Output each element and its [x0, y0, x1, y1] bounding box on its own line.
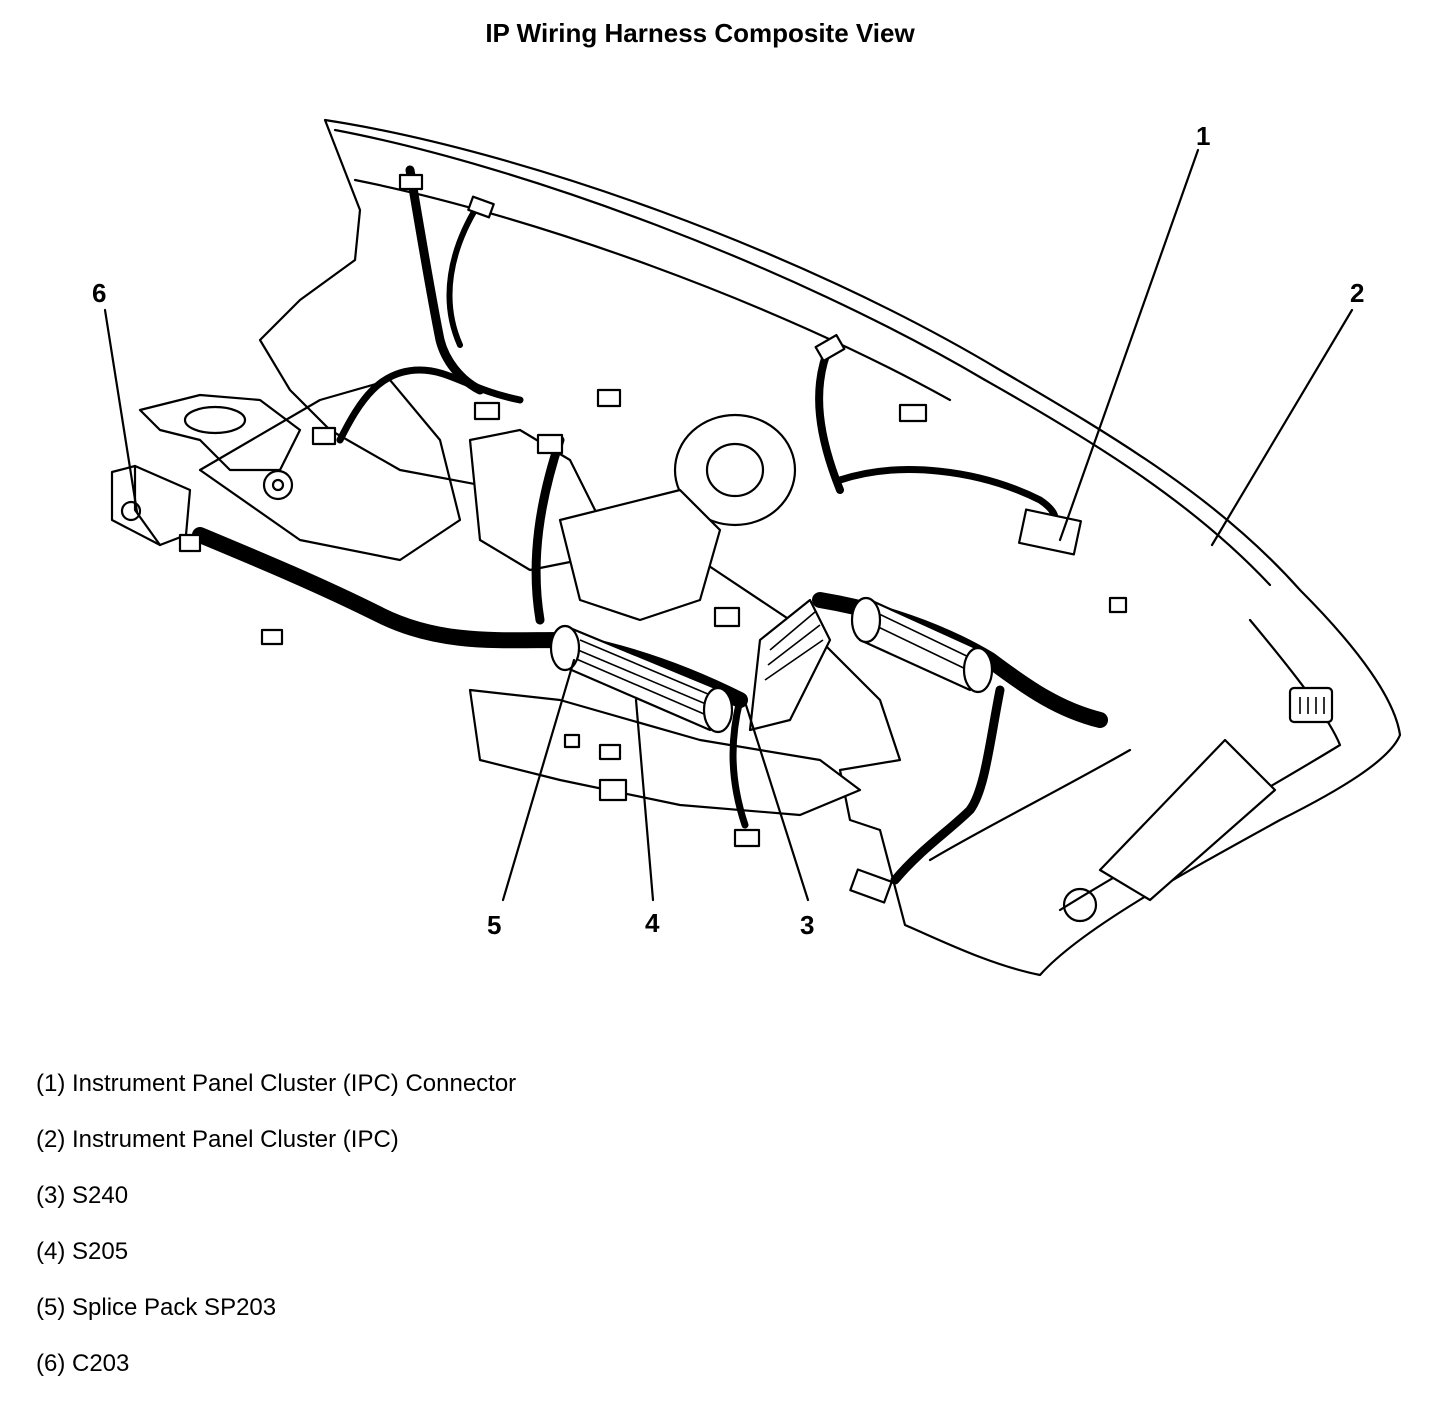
- connector-s240-lower: [733, 828, 761, 848]
- splice-pack-end: [702, 686, 734, 734]
- legend-item-1: (1) Instrument Panel Cluster (IPC) Conne…: [36, 1070, 517, 1097]
- panel-inner-edge: [333, 128, 1272, 587]
- legend-list: (1) Instrument Panel Cluster (IPC) Conne…: [36, 1066, 516, 1402]
- ip-harness-illustration: 1 2 3 4 5 6: [92, 118, 1402, 977]
- right-bundle-end: [962, 646, 994, 694]
- callout-2: 2: [1350, 278, 1364, 308]
- callout-line-2: [1210, 308, 1354, 547]
- panel-inner-edge-2: [353, 178, 952, 402]
- legend-item-5: (5) Splice Pack SP203: [36, 1294, 277, 1321]
- harness-upper-left-2: [446, 202, 481, 348]
- connector-center-2: [596, 388, 622, 408]
- callout-line-3: [744, 703, 810, 902]
- splice-pack-collar: [549, 624, 581, 672]
- diagram-title: IP Wiring Harness Composite View: [485, 18, 915, 48]
- center-duct-outlet: [673, 413, 797, 527]
- connector-center-1: [536, 433, 564, 455]
- callout-line-5: [501, 658, 576, 902]
- connector-lower-left: [260, 628, 284, 646]
- left-bracket-slot: [183, 405, 247, 435]
- panel-lower-lip: [928, 748, 1132, 862]
- callout-line-6: [103, 308, 139, 514]
- c203-mating-piece: [178, 533, 202, 553]
- left-access-hole-inner: [271, 478, 285, 492]
- connector-right-upper-2: [898, 403, 928, 423]
- left-side-frame: [198, 378, 462, 562]
- connector-lower-center: [598, 778, 628, 802]
- bracket-tab-1: [598, 743, 622, 761]
- callout-line-1: [1058, 148, 1200, 542]
- connector-center-small: [713, 606, 741, 628]
- right-bundle-collar: [850, 596, 882, 644]
- instrument-panel-shell: [258, 118, 1402, 977]
- left-access-hole: [262, 469, 294, 501]
- wiring-channel: [748, 598, 832, 732]
- callout-6: 6: [92, 278, 106, 308]
- callout-3: 3: [800, 910, 814, 940]
- harness-drop-left: [729, 696, 749, 829]
- glovebox-opening: [1098, 738, 1277, 902]
- harness-loop-left: [336, 366, 524, 444]
- connector-mid-left: [311, 426, 337, 446]
- connector-upper-left-2: [467, 195, 495, 219]
- harness-upper-left: [405, 165, 485, 395]
- legend-item-4: (4) S205: [36, 1238, 129, 1265]
- harness-drop-right: [890, 685, 1005, 885]
- center-duct-outlet-inner: [705, 442, 765, 498]
- connector-upper-left: [398, 173, 424, 191]
- steering-column-support: [558, 488, 722, 622]
- right-lower-hole: [1062, 887, 1098, 923]
- lower-center-bracket: [468, 688, 862, 817]
- legend-item-2: (2) Instrument Panel Cluster (IPC): [36, 1126, 399, 1153]
- vent-grille: [1288, 686, 1334, 724]
- legend-item-3: (3) S240: [36, 1182, 129, 1209]
- connector-lower-right: [849, 868, 893, 904]
- connector-mid-center: [473, 401, 501, 421]
- connector-right-upper: [814, 333, 846, 363]
- harness-vertical-center: [531, 435, 565, 625]
- callout-line-4: [634, 698, 655, 902]
- right-tab: [1108, 596, 1128, 614]
- legend-item-6: (6) C203: [36, 1350, 130, 1377]
- ipc-connector: [1017, 508, 1083, 556]
- callout-1: 1: [1196, 121, 1210, 151]
- bracket-tab-2: [563, 733, 581, 749]
- callout-5: 5: [487, 910, 501, 940]
- callout-4: 4: [645, 908, 660, 938]
